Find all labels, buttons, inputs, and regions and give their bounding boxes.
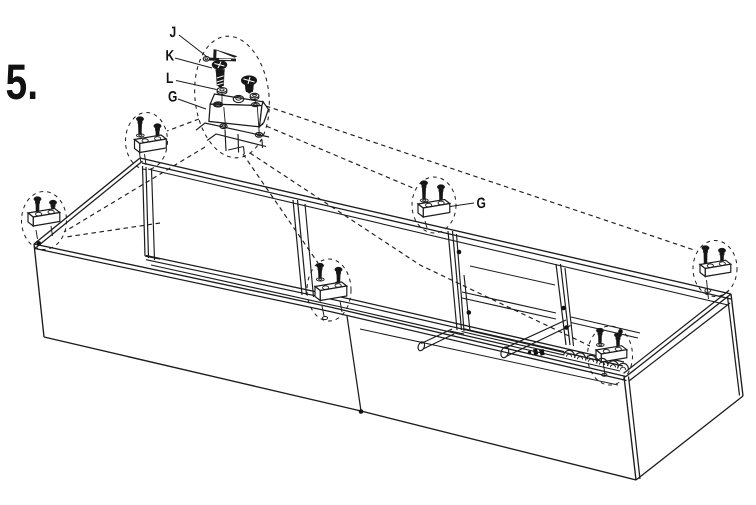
svg-text:G: G — [477, 195, 486, 212]
svg-text:5.: 5. — [6, 54, 39, 110]
svg-text:G: G — [168, 89, 177, 106]
svg-text:J: J — [170, 24, 177, 41]
svg-text:L: L — [166, 70, 173, 87]
svg-text:K: K — [166, 48, 175, 65]
